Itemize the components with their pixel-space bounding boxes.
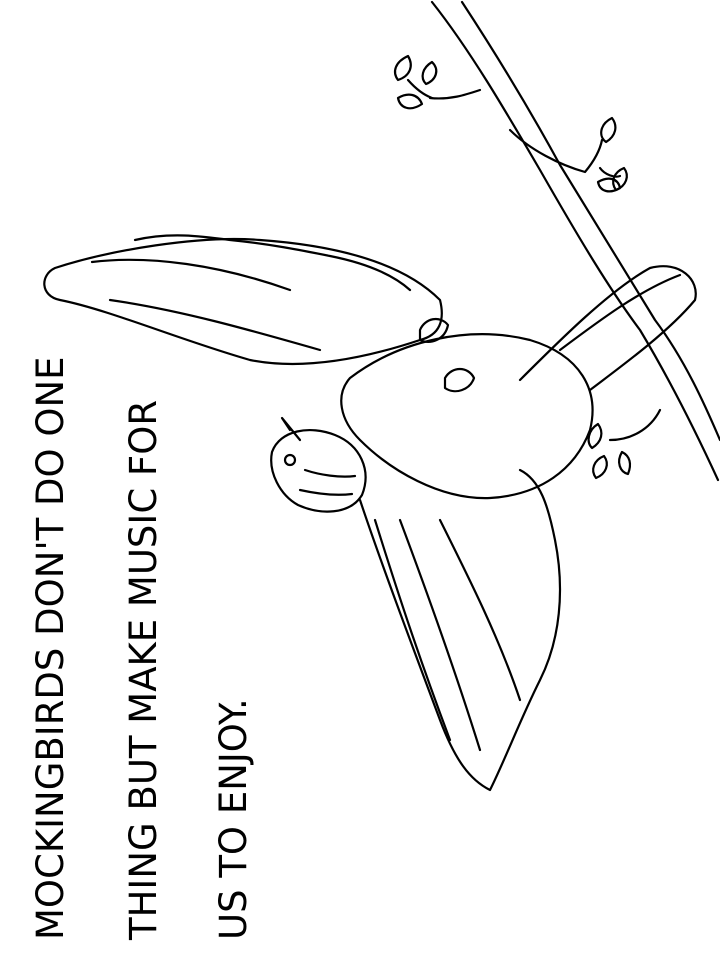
leaf-cluster-top-icon: [394, 54, 438, 110]
caption-line-3: US TO ENJOY.: [212, 698, 255, 940]
leaf-cluster-right-icon: [596, 116, 628, 193]
mockingbird-icon: [43, 234, 697, 792]
branch-icon: [428, 0, 720, 482]
caption-line-2: THING BUT MAKE MUSIC FOR: [122, 399, 165, 940]
caption-line-1: MOCKINGBIRDS DON'T DO ONE: [29, 356, 72, 940]
leaf-cluster-bottom-icon: [587, 422, 632, 480]
